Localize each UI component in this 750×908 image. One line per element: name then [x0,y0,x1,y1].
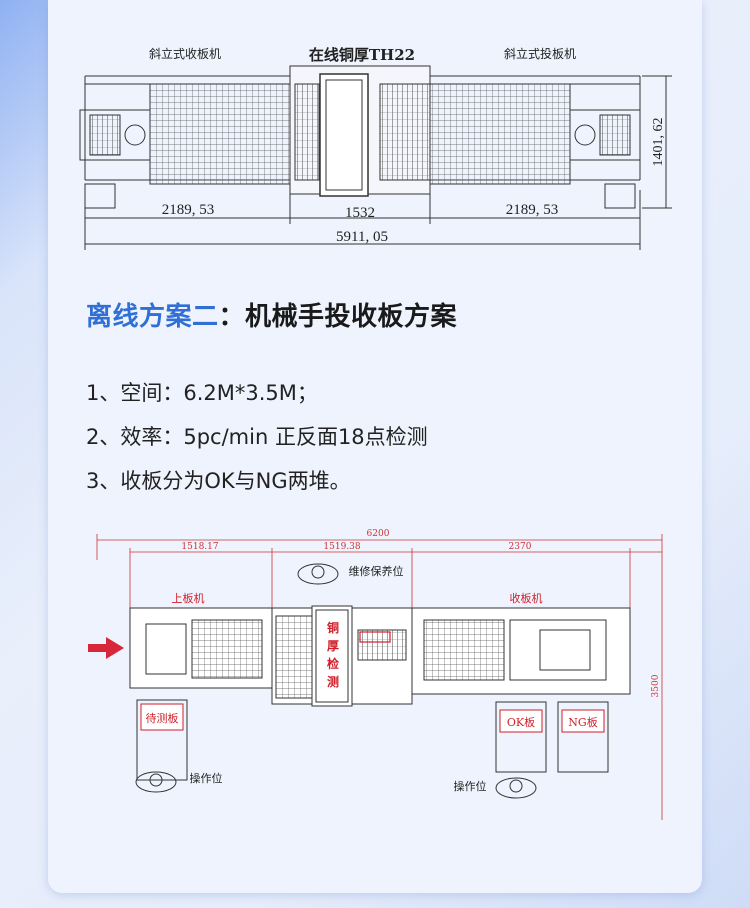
unloader-label: 收板机 [510,591,543,605]
maintenance-label: 维修保养位 [349,564,404,578]
left-unloader-label: 斜立式收板机 [149,46,221,61]
dim-right: 2189, 53 [506,202,559,218]
heading-highlight: 离线方案二 [86,301,219,331]
bottom-dim-total: 6200 [367,529,390,539]
spec-list: 1、空间：6.2M*3.5M； 2、效率：5pc/min 正反面18点检测 3、… [86,376,428,508]
bottom-dim-1: 1518.17 [181,542,218,552]
inline-machine-diagram: 斜立式收板机 在线铜厚TH22 斜立式投板机 2189, 53 1532 218… [79,46,672,250]
bottom-dim-height: 3500 [651,674,661,697]
operator-left-label: 操作位 [190,771,223,785]
loader-label: 上板机 [172,591,205,605]
left-unloader-shape [149,83,291,185]
offline-layout-diagram: 6200 1518.17 1519.38 2370 3500 上板机 铜 厚 检… [88,529,663,820]
center-inspection-label: 在线铜厚TH22 [309,46,415,64]
inspection-char: 测 [327,674,339,689]
spec-item: 1、空间：6.2M*3.5M； [86,381,318,405]
dim-center: 1532 [345,205,375,221]
dim-total: 5911, 05 [336,229,388,245]
heading-rest: ：机械手投收板方案 [218,301,458,331]
ng-cart [557,701,609,773]
spec-item: 2、效率：5pc/min 正反面18点检测 [86,425,428,449]
spec-item: 3、收板分为OK与NG两堆。 [86,469,351,493]
section-heading: 离线方案二：机械手投收板方案 [86,296,457,333]
operator-right-figure [495,777,537,799]
ok-cart [495,701,547,773]
dim-height: 1401, 62 [651,118,666,167]
right-loader-label: 斜立式投板机 [504,46,576,61]
bottom-dim-2: 1519.38 [323,542,360,552]
ok-board-label: OK板 [507,715,535,729]
inspection-char: 厚 [327,639,339,653]
bottom-dim-3: 2370 [509,542,532,552]
operator-right-label: 操作位 [454,779,487,793]
operator-left-figure [135,771,177,793]
pending-board-label: 待测板 [146,711,179,725]
inspection-char: 检 [327,656,339,671]
ng-board-label: NG板 [568,715,597,729]
dim-left: 2189, 53 [162,202,215,218]
inspection-char: 铜 [327,620,339,635]
input-arrow-icon [88,637,124,659]
right-loader-shape [429,83,571,185]
